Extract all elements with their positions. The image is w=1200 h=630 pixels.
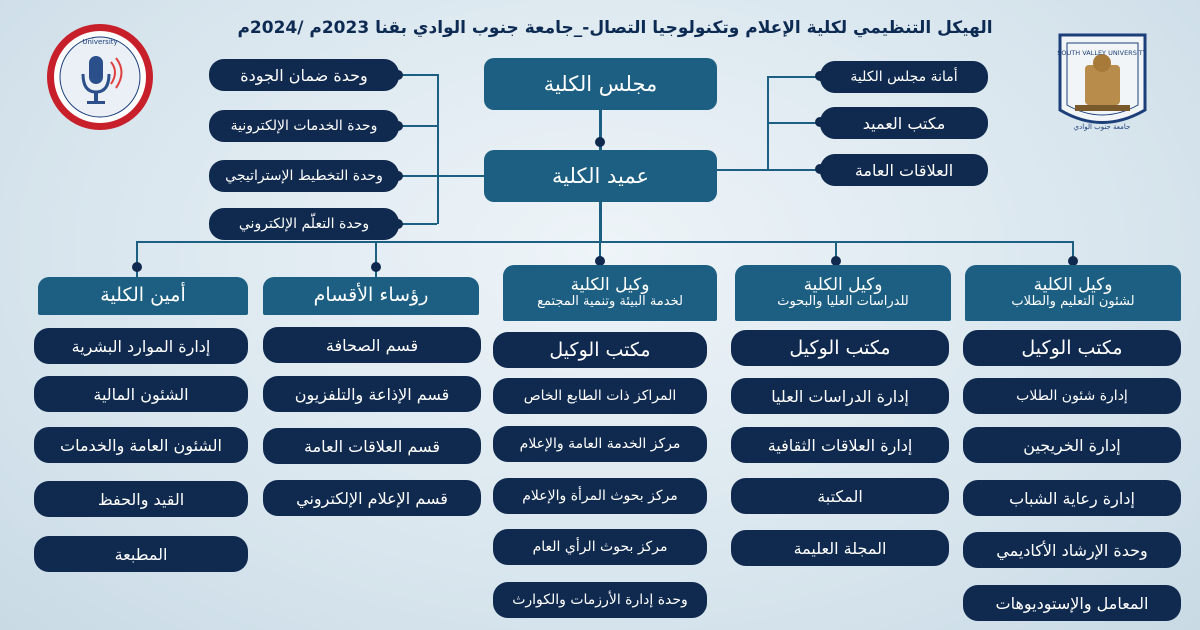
- head-vice-dean-education: وكيل الكلية لشئون التعليم والطلاب: [965, 265, 1181, 321]
- connector-right-h1: [767, 122, 820, 124]
- head-faculty-secretary: أمين الكلية: [38, 277, 248, 315]
- svg-text:University: University: [82, 38, 117, 46]
- connector-dot: [595, 137, 605, 147]
- connector-right-h2: [717, 169, 820, 171]
- connector-right-h0: [767, 76, 820, 78]
- connector-drop-0: [1072, 241, 1074, 265]
- svg-text:جامعة جنوب الوادي: جامعة جنوب الوادي: [1074, 123, 1131, 131]
- faculty-seal-graphic: University: [47, 24, 153, 130]
- col2-item-women-research-center: مركز بحوث المرأة والإعلام: [493, 478, 707, 514]
- col0-item-academic-advising: وحدة الإرشاد الأكاديمي: [963, 532, 1181, 568]
- col1-item-graduate-studies: إدارة الدراسات العليا: [731, 378, 949, 414]
- page-title: الهيكل التنظيمي لكلية الإعلام وتكنولوجيا…: [237, 18, 993, 38]
- col4-item-finance: الشئون المالية: [34, 376, 248, 412]
- col3-item-public-relations: قسم العلاقات العامة: [263, 428, 481, 464]
- col1-item-journal: المجلة العليمة: [731, 530, 949, 566]
- col1-item-vice-office: مكتب الوكيل: [731, 330, 949, 366]
- connector-council-dean: [599, 110, 602, 150]
- col2-item-vice-office: مكتب الوكيل: [493, 332, 707, 368]
- col4-item-printing: المطبعة: [34, 536, 248, 572]
- connector-dot: [815, 117, 825, 127]
- head-vice-dean-graduate: وكيل الكلية للدراسات العليا والبحوث: [735, 265, 951, 321]
- unit-strategic-planning: وحدة التخطيط الإستراتيجي: [209, 160, 399, 192]
- connector-drop-2: [599, 241, 601, 265]
- connector-left-h0: [399, 74, 437, 76]
- col0-item-vice-office: مكتب الوكيل: [963, 330, 1181, 366]
- council-box: مجلس الكلية: [484, 58, 717, 110]
- col1-item-cultural-relations: إدارة العلاقات الثقافية: [731, 427, 949, 463]
- col2-item-public-opinion-center: مركز بحوث الرأي العام: [493, 529, 707, 565]
- col2-item-crisis-unit: وحدة إدارة الأرزمات والكوارث: [493, 582, 707, 618]
- unit-council-secretariat: أمانة مجلس الكلية: [820, 61, 988, 93]
- connector-left-h1: [399, 125, 437, 127]
- connector-dot: [132, 262, 142, 272]
- head-title: وكيل الكلية: [570, 274, 650, 295]
- col2-item-public-service-center: مركز الخدمة العامة والإعلام: [493, 426, 707, 462]
- faculty-logo: University: [45, 22, 155, 132]
- col3-item-journalism: قسم الصحافة: [263, 327, 481, 363]
- connector-left-vertical: [437, 74, 439, 224]
- connector-drop-3: [375, 241, 377, 277]
- svg-text:SOUTH VALLEY UNIVERSITY: SOUTH VALLEY UNIVERSITY: [1057, 49, 1146, 57]
- col0-item-graduates: إدارة الخريجين: [963, 427, 1181, 463]
- unit-e-learning: وحدة التعلّم الإلكتروني: [209, 208, 399, 240]
- connector-dot: [393, 219, 403, 229]
- connector-dean-bus: [599, 202, 602, 242]
- statue-icon: [1075, 54, 1130, 111]
- head-title: وكيل الكلية: [803, 274, 883, 295]
- connector-dot: [371, 262, 381, 272]
- head-department-heads: رؤساء الأقسام: [263, 277, 479, 315]
- col0-item-student-affairs: إدارة شئون الطلاب: [963, 378, 1181, 414]
- connector-left-h3: [399, 223, 437, 225]
- col4-item-general-services: الشئون العامة والخدمات: [34, 427, 248, 463]
- col4-item-hr: إدارة الموارد البشرية: [34, 328, 248, 364]
- head-title: وكيل الكلية: [1033, 274, 1113, 295]
- col2-item-special-centers: المراكز ذات الطابع الخاص: [493, 378, 707, 414]
- col0-item-youth-care: إدارة رعاية الشباب: [963, 480, 1181, 516]
- connector-dot: [393, 70, 403, 80]
- connector-drop-1: [835, 241, 837, 265]
- university-seal-graphic: SOUTH VALLEY UNIVERSITY جامعة جنوب الواد…: [1057, 33, 1147, 131]
- connector-dot: [1068, 256, 1078, 266]
- connector-dot: [831, 256, 841, 266]
- connector-bus: [136, 241, 1074, 243]
- connector-dot: [393, 121, 403, 131]
- unit-public-relations: العلاقات العامة: [820, 154, 988, 186]
- connector-dot: [393, 171, 403, 181]
- university-logo: SOUTH VALLEY UNIVERSITY جامعة جنوب الواد…: [1055, 25, 1150, 145]
- col0-item-labs-studios: المعامل والإستوديوهات: [963, 585, 1181, 621]
- unit-dean-office: مكتب العميد: [820, 107, 988, 139]
- unit-quality-assurance: وحدة ضمان الجودة: [209, 59, 399, 91]
- head-subtitle: لخدمة البيئة وتنمية المجتمع: [537, 294, 683, 310]
- head-subtitle: للدراسات العليا والبحوث: [777, 294, 909, 310]
- unit-e-services: وحدة الخدمات الإلكترونية: [209, 110, 399, 142]
- connector-dot: [815, 164, 825, 174]
- col4-item-registration: القيد والحفظ: [34, 481, 248, 517]
- connector-left-h2: [399, 175, 484, 177]
- head-subtitle: لشئون التعليم والطلاب: [1011, 294, 1135, 310]
- connector-dot: [595, 256, 605, 266]
- connector-dot: [815, 71, 825, 81]
- dean-box: عميد الكلية: [484, 150, 717, 202]
- col3-item-e-media: قسم الإعلام الإلكتروني: [263, 480, 481, 516]
- col3-item-radio-tv: قسم الإذاعة والتلفزيون: [263, 376, 481, 412]
- head-vice-dean-community: وكيل الكلية لخدمة البيئة وتنمية المجتمع: [503, 265, 717, 321]
- connector-drop-4: [136, 241, 138, 277]
- microphone-icon: [81, 56, 123, 104]
- col1-item-library: المكتبة: [731, 478, 949, 514]
